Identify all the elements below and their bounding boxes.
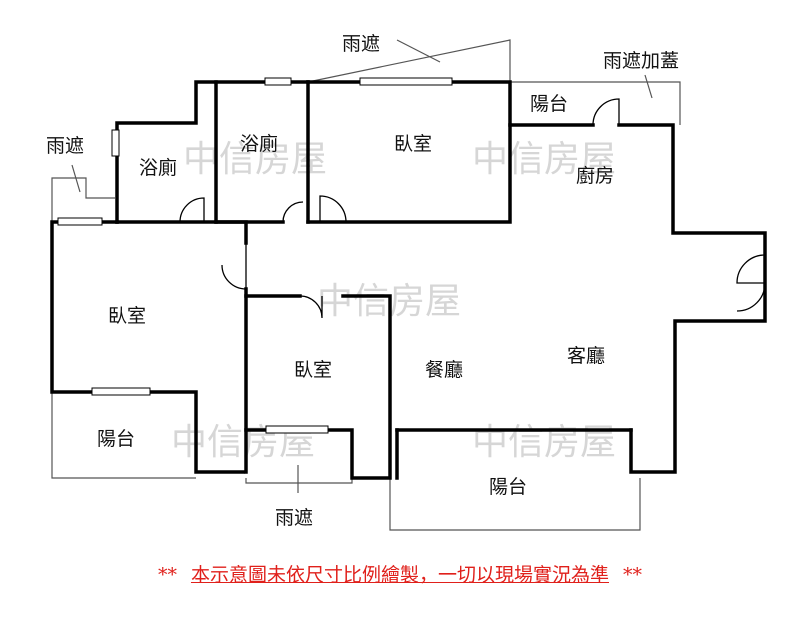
- room-label-balcony-left: 陽台: [97, 428, 135, 450]
- awning-cover-leader-line: [644, 74, 653, 99]
- room-label-balcony-top: 陽台: [530, 93, 568, 115]
- room-label-living: 客廳: [567, 345, 605, 367]
- watermark: 中信房屋: [183, 139, 327, 180]
- awning-leader-line: [396, 39, 441, 63]
- disclaimer-text: 本示意圖未依尺寸比例繪製，一切以現場實況為準: [190, 564, 609, 586]
- annotation-awning-left: 雨遮: [46, 135, 84, 157]
- room-label-bedroom-left: 臥室: [108, 305, 146, 327]
- room-label-dining: 餐廳: [425, 359, 463, 381]
- room-label-bedroom-center: 臥室: [294, 359, 332, 381]
- windows: [57, 77, 453, 434]
- room-label-bath-right: 浴廁: [240, 132, 278, 155]
- annotation-awning-top: 雨遮: [342, 33, 380, 55]
- room-label-kitchen: 廚房: [576, 164, 614, 187]
- doors: [179, 98, 766, 319]
- awning-outlines: [51, 39, 681, 531]
- room-label-bedroom-top: 臥室: [394, 133, 432, 155]
- annotation-awning-cover: 雨遮加蓋: [603, 50, 679, 72]
- disclaimer-suffix: **: [623, 564, 642, 586]
- room-label-bath-left: 浴廁: [139, 156, 177, 179]
- disclaimer-prefix: **: [157, 564, 177, 586]
- annotation-awning-bottom: 雨遮: [275, 507, 313, 529]
- watermark: 中信房屋: [472, 139, 616, 180]
- watermark: 中信房屋: [472, 422, 616, 463]
- disclaimer: ** 本示意圖未依尺寸比例繪製，一切以現場實況為準 **: [0, 560, 800, 587]
- room-label-balcony-bottom: 陽台: [489, 476, 527, 498]
- awning-left-leader-line: [71, 164, 81, 193]
